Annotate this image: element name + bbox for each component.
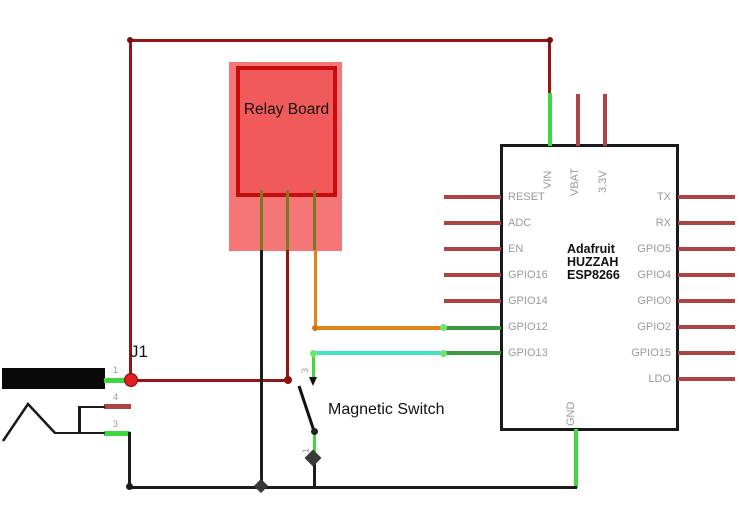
relay-pin-lead-2[interactable] — [285, 190, 289, 250]
bend-dot-cyan-right — [440, 349, 447, 357]
pin-label-gpio4: GPIO4 — [637, 269, 671, 281]
switch-contact-arrow-icon — [309, 377, 317, 386]
j1-pin1-number: 1 — [113, 365, 119, 375]
esp8266-name-line1: Adafruit — [567, 242, 615, 256]
wire-switch-to-ground[interactable] — [313, 455, 316, 487]
j1-pin4-number: 4 — [113, 392, 119, 402]
pin-label-gpio2: GPIO2 — [637, 321, 671, 333]
relay-board-label: Relay Board — [243, 101, 330, 118]
j1-pin4[interactable] — [104, 404, 131, 409]
pin-label-en: EN — [508, 243, 524, 255]
wire-relay-ground-vertical[interactable] — [259, 250, 263, 488]
junction-dot-top-left — [127, 37, 133, 43]
wire-j1-to-relay-horizontal[interactable] — [130, 378, 289, 382]
pin-gpio5[interactable] — [678, 247, 735, 251]
pin-reset[interactable] — [444, 195, 501, 199]
pin-vbat[interactable] — [576, 94, 580, 146]
relay-board[interactable] — [236, 66, 337, 197]
junction-dot-top-right — [547, 37, 553, 43]
pin-label-gpio0: GPIO0 — [637, 295, 671, 307]
wire-j1-pin4-vertical[interactable] — [78, 405, 81, 434]
bend-dot-orange-right — [440, 324, 447, 331]
j1-connector-body[interactable] — [2, 368, 105, 389]
wire-ground-rail[interactable] — [129, 485, 577, 489]
pin-label-gpio14: GPIO14 — [508, 295, 548, 307]
j1-label: J1 — [130, 342, 148, 361]
pin-gpio2[interactable] — [678, 325, 735, 329]
esp8266-name-line2: HUZZAH — [567, 255, 619, 269]
esp8266-module[interactable] — [500, 144, 679, 431]
pin-en[interactable] — [444, 247, 501, 251]
pin-label-gpio5: GPIO5 — [637, 243, 671, 255]
pin-label-gpio16: GPIO16 — [508, 269, 548, 281]
wire-power-left-vertical[interactable] — [128, 39, 132, 382]
pin-label-tx: TX — [656, 191, 671, 203]
switch-bottom-contact-dot — [310, 428, 318, 435]
pin-vin[interactable] — [547, 93, 552, 146]
switch-pin1-lead[interactable] — [312, 433, 316, 455]
junction-dot-rail-left — [126, 483, 133, 490]
esp8266-name-label: Adafruit HUZZAH ESP8266 — [567, 243, 677, 282]
pin-label-ldo: LDO — [648, 373, 671, 385]
pin-gpio13[interactable] — [443, 351, 501, 355]
wire-j1-pin3-down[interactable] — [128, 432, 131, 488]
pin-gpio0[interactable] — [678, 299, 735, 303]
esp8266-name-line3: ESP8266 — [567, 268, 620, 282]
switch-lever[interactable] — [297, 385, 316, 432]
pin-ldo[interactable] — [678, 377, 735, 381]
relay-pin-lead-1[interactable] — [259, 190, 263, 250]
wire-switch-to-gpio13[interactable] — [313, 351, 445, 355]
pin-gpio15[interactable] — [678, 351, 735, 355]
pin-gpio14[interactable] — [444, 299, 501, 303]
wire-relay-power-vertical[interactable] — [285, 250, 289, 381]
pin-label-reset: RESET — [508, 191, 545, 203]
wire-j1-pin4-horizontal[interactable] — [78, 405, 105, 408]
wire-power-top-horizontal[interactable] — [129, 38, 552, 42]
pin-label-adc: ADC — [508, 217, 532, 229]
pin-gpio12[interactable] — [443, 325, 501, 330]
jack-spring-contact[interactable] — [1, 401, 56, 442]
pin-label-gpio12: GPIO12 — [508, 321, 548, 333]
relay-pin-lead-3[interactable] — [312, 190, 316, 250]
pin-tx[interactable] — [678, 195, 735, 199]
wire-relay-signal-vertical[interactable] — [313, 250, 317, 328]
pin-label-gpio15: GPIO15 — [631, 347, 671, 359]
j1-pin1[interactable] — [104, 377, 130, 383]
magnetic-switch-label: Magnetic Switch — [328, 401, 445, 418]
bend-dot-cyan-left — [310, 350, 317, 357]
j1-pin3[interactable] — [104, 430, 130, 436]
pin-rx[interactable] — [678, 221, 735, 225]
pin-gnd-wire[interactable] — [573, 429, 578, 488]
pin-3v3[interactable] — [603, 94, 607, 146]
wire-power-to-vin[interactable] — [548, 39, 551, 97]
wire-j1-pin3-horizontal[interactable] — [54, 431, 105, 434]
pin-label-gpio13: GPIO13 — [508, 347, 548, 359]
wire-relay-to-gpio12[interactable] — [313, 325, 445, 330]
pin-gpio4[interactable] — [678, 273, 735, 277]
junction-dot-relay-power — [284, 376, 292, 384]
pin-label-rx: RX — [655, 217, 671, 229]
j1-pin3-number: 3 — [113, 419, 119, 429]
pin-gpio16[interactable] — [444, 273, 501, 277]
switch-pin3-lead[interactable] — [311, 355, 315, 377]
bend-dot-orange-corner — [312, 325, 318, 331]
junction-dot-j1-pin1[interactable] — [124, 373, 138, 387]
pin-adc[interactable] — [444, 221, 501, 225]
